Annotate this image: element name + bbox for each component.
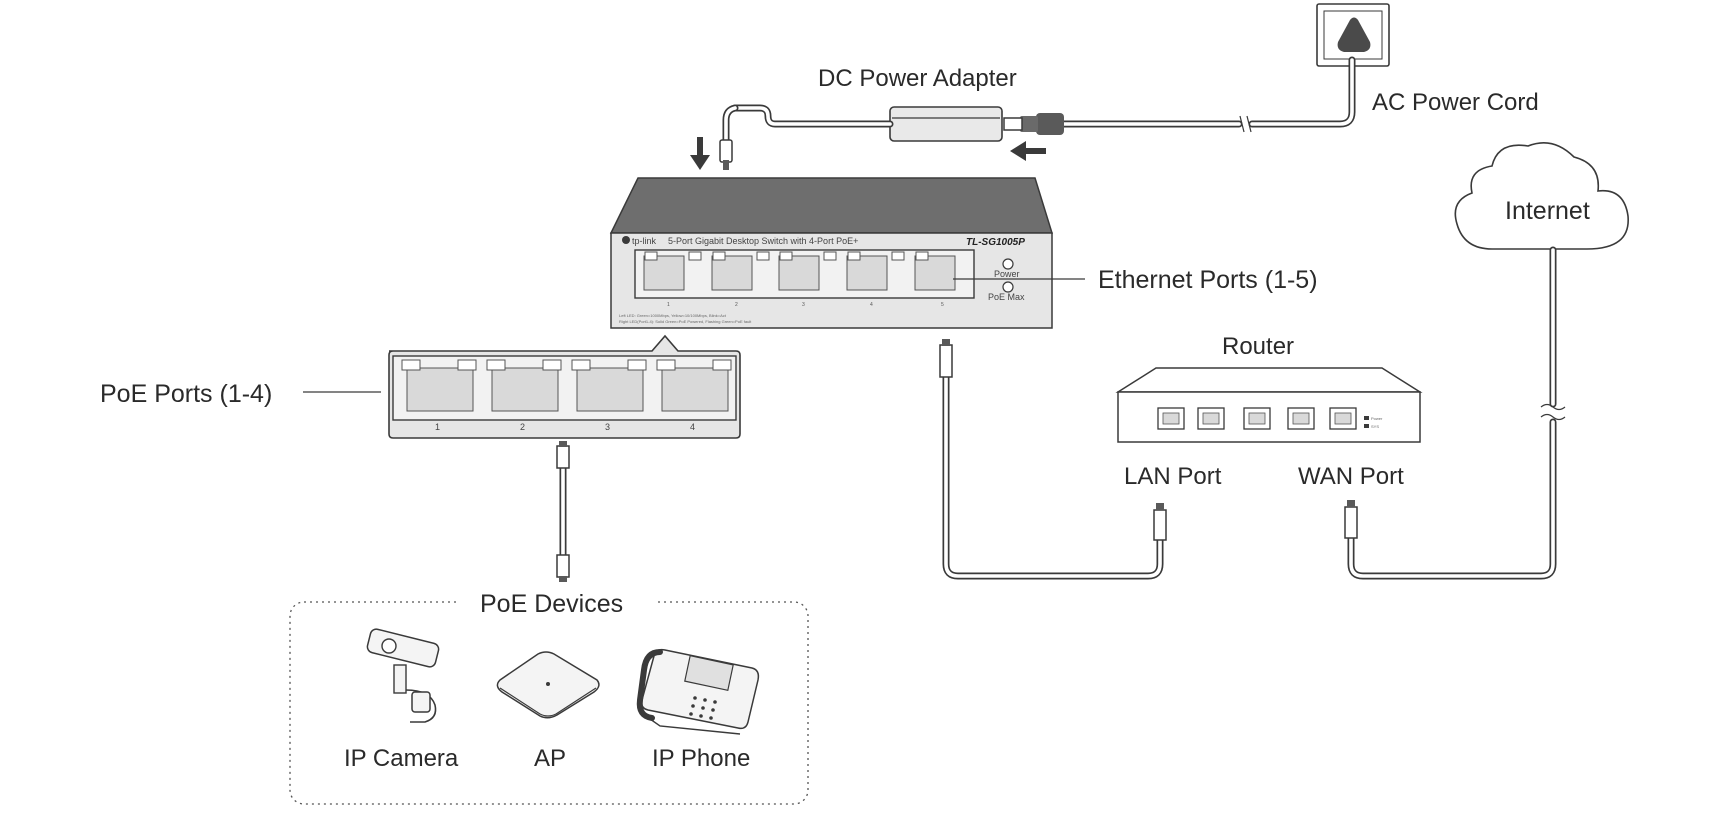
poe-zoom-port-3	[571, 359, 647, 412]
led-legend-line-2: Right LED(Port1-4): Solid Green=PoE Powe…	[619, 319, 752, 324]
poe-zoom-port-2	[486, 359, 562, 412]
router-label: Router	[1222, 333, 1294, 360]
switch-port-3	[778, 251, 837, 291]
ip-phone-icon	[636, 648, 760, 735]
router-body	[1115, 367, 1423, 443]
switch-description: 5-Port Gigabit Desktop Switch with 4-Por…	[668, 236, 858, 246]
poe-cable	[556, 441, 570, 582]
ip-phone-label: IP Phone	[652, 745, 750, 772]
wan-port-label: WAN Port	[1298, 463, 1404, 490]
access-point-icon	[496, 651, 600, 719]
switch-port-number: 5	[941, 302, 944, 308]
led-legend-line-1: Left LED: Green=1000Mbps, Yellow=10/100M…	[619, 313, 727, 318]
poe-zoom-port-number: 2	[520, 422, 525, 432]
router-lan-port	[1157, 407, 1185, 430]
poe-zoom-port-number: 1	[435, 422, 440, 432]
lan-port-label: LAN Port	[1124, 463, 1222, 490]
ac-power-cord-label: AC Power Cord	[1372, 89, 1539, 116]
poe-zoom-port-number: 4	[690, 422, 695, 432]
ac-power-cord	[1003, 56, 1356, 135]
internet-label: Internet	[1505, 197, 1590, 225]
poe-devices-label: PoE Devices	[480, 590, 623, 618]
power-led-icon	[1002, 258, 1014, 270]
router-ports	[1157, 407, 1357, 430]
switch-to-router-lan-cable	[939, 339, 1167, 580]
router-wan-port	[1329, 407, 1357, 430]
switch-port-number: 4	[870, 302, 873, 308]
switch-port-number: 3	[802, 302, 805, 308]
arrow-plug-ac	[1010, 141, 1046, 161]
router-indicator-2: SYS	[1371, 424, 1379, 429]
tp-link-logo-icon	[622, 236, 630, 244]
switch-port-number: 2	[735, 302, 738, 308]
ethernet-ports-label: Ethernet Ports (1-5)	[1098, 266, 1318, 294]
poe-max-led-icon	[1002, 281, 1014, 293]
ip-camera-icon	[366, 628, 440, 723]
wan-connector	[1344, 500, 1358, 539]
ap-label: AP	[534, 745, 566, 772]
poe-zoom-ports	[401, 359, 732, 412]
poe-max-indicator-label: PoE Max	[988, 292, 1025, 302]
poe-ports-label: PoE Ports (1-4)	[100, 380, 272, 408]
dc-power-adapter-label: DC Power Adapter	[818, 65, 1017, 92]
ip-camera-label: IP Camera	[344, 745, 459, 772]
router-lan-port	[1287, 407, 1315, 430]
router-lan-port	[1197, 407, 1225, 430]
dc-cable	[719, 104, 894, 170]
arrow-plug-dc	[690, 137, 710, 170]
switch-brand: tp-link	[632, 236, 657, 246]
poe-devices-title-bg	[458, 588, 654, 616]
switch-port-1	[643, 251, 702, 291]
switch-port-2	[711, 251, 770, 291]
switch-port-number: 1	[667, 302, 670, 308]
router-led-icon	[1364, 424, 1369, 428]
internet-cloud	[1454, 142, 1629, 250]
switch-ethernet-ports	[643, 251, 956, 291]
poe-zoom-port-number: 3	[605, 422, 610, 432]
router-led-icon	[1364, 416, 1369, 420]
switch-model: TL-SG1005P	[966, 237, 1025, 248]
switch-port-4	[846, 251, 905, 291]
poe-zoom-port-4	[656, 359, 732, 412]
router-lan-port	[1243, 407, 1271, 430]
poe-zoom-port-1	[401, 359, 477, 412]
power-indicator-label: Power	[994, 269, 1020, 279]
switch-port-5	[914, 251, 956, 291]
dc-power-adapter	[889, 106, 1003, 142]
internet-cable	[1347, 246, 1566, 580]
wall-outlet	[1316, 3, 1390, 67]
router-indicator-1: Power	[1371, 416, 1383, 421]
